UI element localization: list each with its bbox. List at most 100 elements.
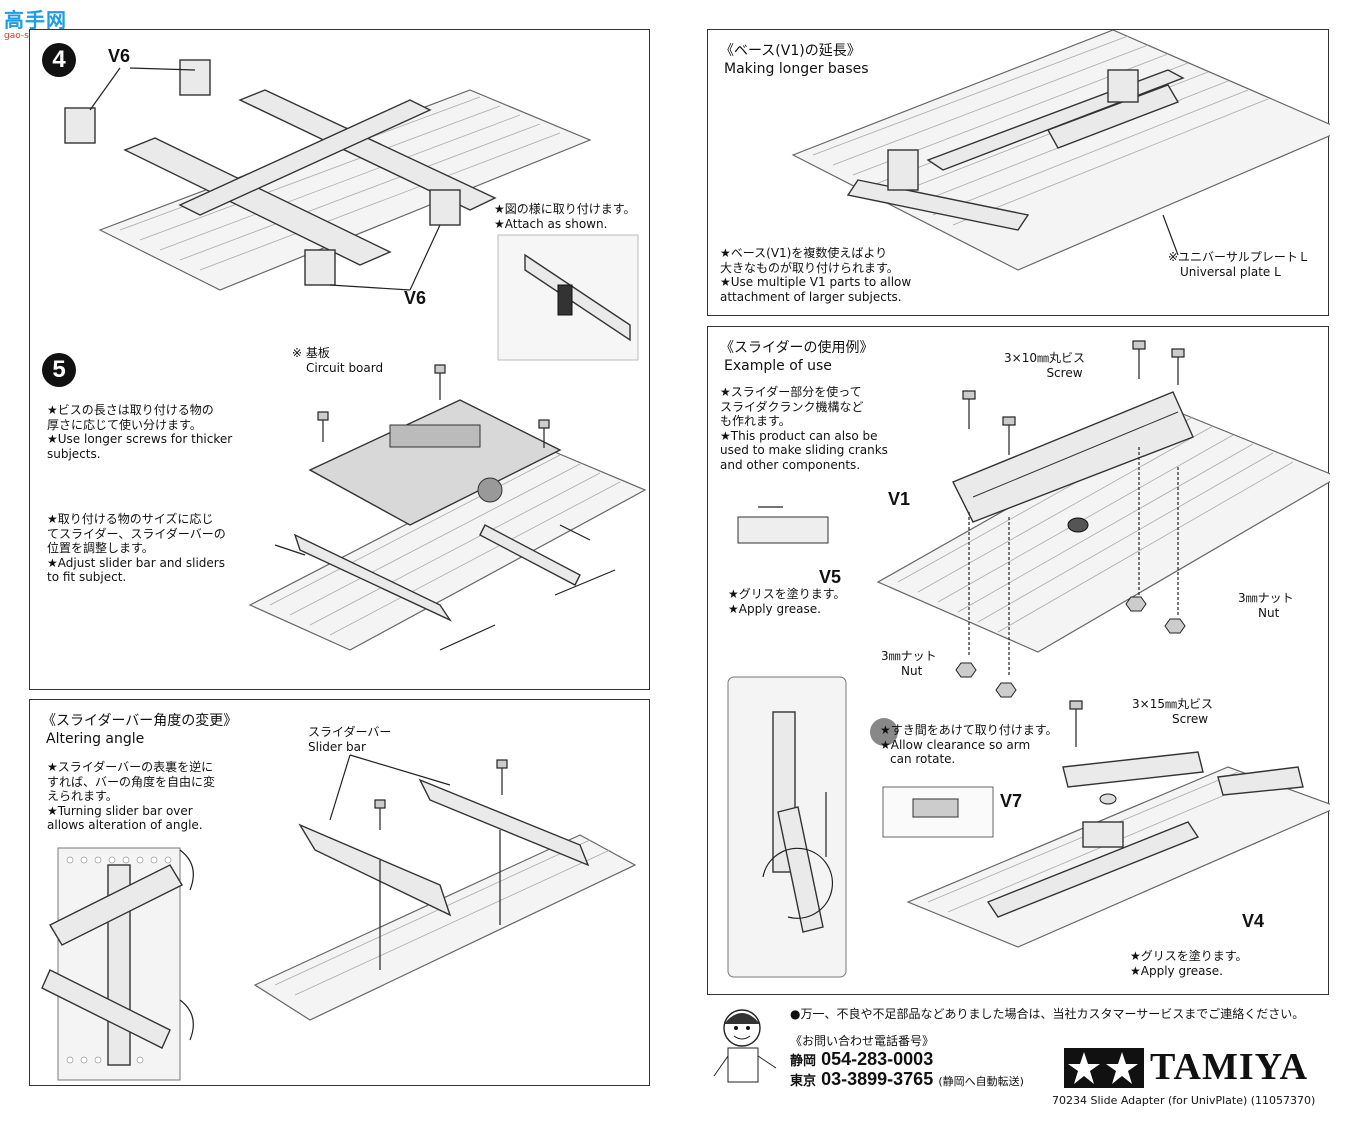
watermark-text: 高手网	[4, 8, 67, 32]
angle-title: 《スライダーバー角度の変更》 Altering angle	[42, 712, 237, 748]
clearance-note-jp: ★すき間をあけて取り付けます。	[880, 723, 1058, 737]
screw-15mm-en: Screw	[1172, 711, 1209, 726]
product-code: 70234 Slide Adapter (for UnivPlate) (110…	[1052, 1094, 1316, 1107]
angle-title-en: Altering angle	[46, 731, 145, 747]
example-title: 《スライダーの使用例》 Example of use	[720, 339, 873, 375]
example-note-jp-2: スライダクランク機構など	[720, 399, 864, 414]
tamiya-wordmark: TAMIYA	[1150, 1046, 1309, 1088]
contact-heading: 《お問い合わせ電話番号》	[790, 1034, 935, 1048]
attach-note-jp: ★図の様に取り付けます。	[494, 202, 636, 216]
part-label-v1: V1	[888, 489, 911, 509]
adjust-note-jp-3: 位置を調整します。	[47, 541, 154, 555]
example-note-en-1: ★This product can also be	[720, 428, 878, 443]
nut-left-label: 3㎜ナット Nut	[881, 649, 937, 678]
bases-note-jp-2: 大きなものが取り付けられます。	[720, 260, 899, 275]
step-4-5-illustration	[64, 59, 647, 651]
city-shizuoka: 静岡	[790, 1054, 817, 1069]
universal-plate-jp: ※ユニバーサルプレートＬ	[1168, 250, 1310, 264]
circuit-board-label: ※ 基板 Circuit board	[292, 346, 383, 375]
longer-bases-illustration	[791, 30, 1330, 271]
attach-note-en: ★Attach as shown.	[494, 216, 608, 231]
example-note-jp-3: も作れます。	[720, 414, 791, 428]
example-note-jp-1: ★スライダー部分を使って	[720, 385, 862, 399]
part-label-v6-bottom: V6	[404, 288, 427, 308]
adjust-note-jp-1: ★取り付ける物のサイズに応じ	[47, 512, 214, 526]
part-label-v6-top: V6	[108, 46, 131, 66]
screw-note-jp-1: ★ビスの長さは取り付ける物の	[47, 403, 214, 417]
adjust-note-jp-2: てスライダー、スライダーバーの	[47, 526, 226, 541]
example-title-jp: 《スライダーの使用例》	[720, 340, 874, 356]
bases-note: ★ベース(V1)を複数使えばより 大きなものが取り付けられます。 ★Use mu…	[720, 246, 911, 304]
slider-bar-en: Slider bar	[308, 739, 366, 754]
nut-left-en: Nut	[901, 663, 923, 678]
missing-parts-note: ●万一、不良や不足部品などありました場合は、当社カスタマーサービスまでご連絡くだ…	[790, 1007, 1305, 1021]
angle-title-jp: 《スライダーバー角度の変更》	[42, 713, 238, 729]
example-of-use-illustration	[727, 340, 1330, 978]
phone-shizuoka: 静岡 054-283-0003	[790, 1049, 933, 1070]
angle-note-jp-3: えられます。	[47, 789, 118, 803]
screw-10mm-en: Screw	[1046, 365, 1083, 380]
screw-10mm-label: 3×10㎜丸ビス Screw	[1004, 351, 1085, 380]
angle-note-en-2: allows alteration of angle.	[47, 818, 203, 832]
grease-note-1: ★グリスを塗ります。 ★Apply grease.	[728, 587, 846, 616]
screw-length-note: ★ビスの長さは取り付ける物の 厚さに応じて使い分けます。 ★Use longer…	[47, 403, 232, 461]
bases-note-jp-1: ★ベース(V1)を複数使えばより	[720, 246, 888, 260]
slider-bar-label: スライダーバー Slider bar	[308, 725, 391, 754]
bases-title-jp: 《ベース(V1)の延長》	[720, 43, 861, 59]
step-number-5: 5	[42, 353, 76, 387]
slider-bar-jp: スライダーバー	[308, 725, 392, 739]
tamiya-logo: TAMIYA	[1064, 1046, 1328, 1088]
screw-note-jp-2: 厚さに応じて使い分けます。	[47, 417, 202, 432]
tamiya-star-mark	[1064, 1048, 1144, 1088]
auto-forward-note: (静岡へ自動転送)	[938, 1075, 1024, 1088]
circuit-board-jp: ※ 基板	[292, 346, 330, 360]
example-note: ★スライダー部分を使って スライダクランク機構など も作れます。 ★This p…	[720, 385, 888, 472]
grease-note-1-en: ★Apply grease.	[728, 601, 821, 616]
adjust-note-en-2: to fit subject.	[47, 570, 127, 584]
angle-note-jp-1: ★スライダーバーの表裏を逆に	[47, 760, 214, 774]
example-note-en-3: and other components.	[720, 457, 861, 472]
example-title-en: Example of use	[724, 358, 832, 374]
nut-right-jp: 3㎜ナット	[1238, 591, 1294, 605]
screw-15mm-label: 3×15㎜丸ビス Screw	[1132, 697, 1213, 726]
clearance-note-en-2: can rotate.	[890, 752, 956, 766]
angle-note-jp-2: すれば、バーの角度を自由に変	[47, 774, 216, 789]
angle-note: ★スライダーバーの表裏を逆に すれば、バーの角度を自由に変 えられます。 ★Tu…	[47, 760, 215, 833]
bases-note-en-1: ★Use multiple V1 parts to allow	[720, 275, 912, 289]
universal-plate-label: ※ユニバーサルプレートＬ Universal plate L	[1168, 250, 1310, 279]
nut-left-jp: 3㎜ナット	[881, 649, 937, 663]
adjust-note: ★取り付ける物のサイズに応じ てスライダー、スライダーバーの 位置を調整します。…	[47, 512, 226, 585]
phone-number-tokyo: 03-3899-3765	[821, 1069, 934, 1089]
part-label-v5: V5	[819, 567, 842, 587]
screw-note-en-1: ★Use longer screws for thicker	[47, 432, 233, 446]
angle-note-en-1: ★Turning slider bar over	[47, 803, 193, 818]
grease-note-2-jp: ★グリスを塗ります。	[1130, 949, 1248, 963]
circuit-board-en: Circuit board	[306, 360, 384, 375]
nut-right-en: Nut	[1258, 605, 1280, 620]
clearance-note-en-1: ★Allow clearance so arm	[880, 737, 1031, 752]
bases-title: 《ベース(V1)の延長》 Making longer bases	[720, 42, 869, 78]
bases-note-en-2: attachment of larger subjects.	[720, 289, 902, 304]
screw-note-en-2: subjects.	[47, 446, 101, 461]
example-note-en-2: used to make sliding cranks	[720, 443, 888, 457]
universal-plate-en: Universal plate L	[1180, 264, 1281, 279]
altering-angle-panel: 《スライダーバー角度の変更》 Altering angle ★スライダーバーの表…	[29, 699, 650, 1086]
part-label-v7: V7	[1000, 791, 1023, 811]
longer-bases-panel: 《ベース(V1)の延長》 Making longer bases ★ベース(V1…	[707, 29, 1330, 316]
step-4-5-panel: 4 V6 V6 ★図の様に取り付けます。 ★Attach as shown. 5…	[29, 29, 650, 690]
city-tokyo: 東京	[790, 1074, 817, 1089]
mascot-illustration	[710, 1006, 782, 1086]
part-label-v4: V4	[1242, 911, 1265, 931]
grease-note-2: ★グリスを塗ります。 ★Apply grease.	[1130, 949, 1248, 978]
grease-note-2-en: ★Apply grease.	[1130, 963, 1223, 978]
altering-angle-illustration	[41, 754, 637, 1081]
grease-note-1-jp: ★グリスを塗ります。	[728, 587, 846, 601]
clearance-note: ★すき間をあけて取り付けます。 ★Allow clearance so arm …	[880, 723, 1058, 767]
phone-tokyo: 東京 03-3899-3765 (静岡へ自動転送)	[790, 1069, 1024, 1090]
attach-note: ★図の様に取り付けます。 ★Attach as shown.	[494, 202, 636, 231]
phone-number-shizuoka: 054-283-0003	[821, 1049, 934, 1069]
step-number-4: 4	[42, 43, 76, 77]
screw-15mm-jp: 3×15㎜丸ビス	[1132, 697, 1213, 711]
screw-10mm-jp: 3×10㎜丸ビス	[1004, 351, 1085, 365]
bases-title-en: Making longer bases	[724, 61, 869, 77]
